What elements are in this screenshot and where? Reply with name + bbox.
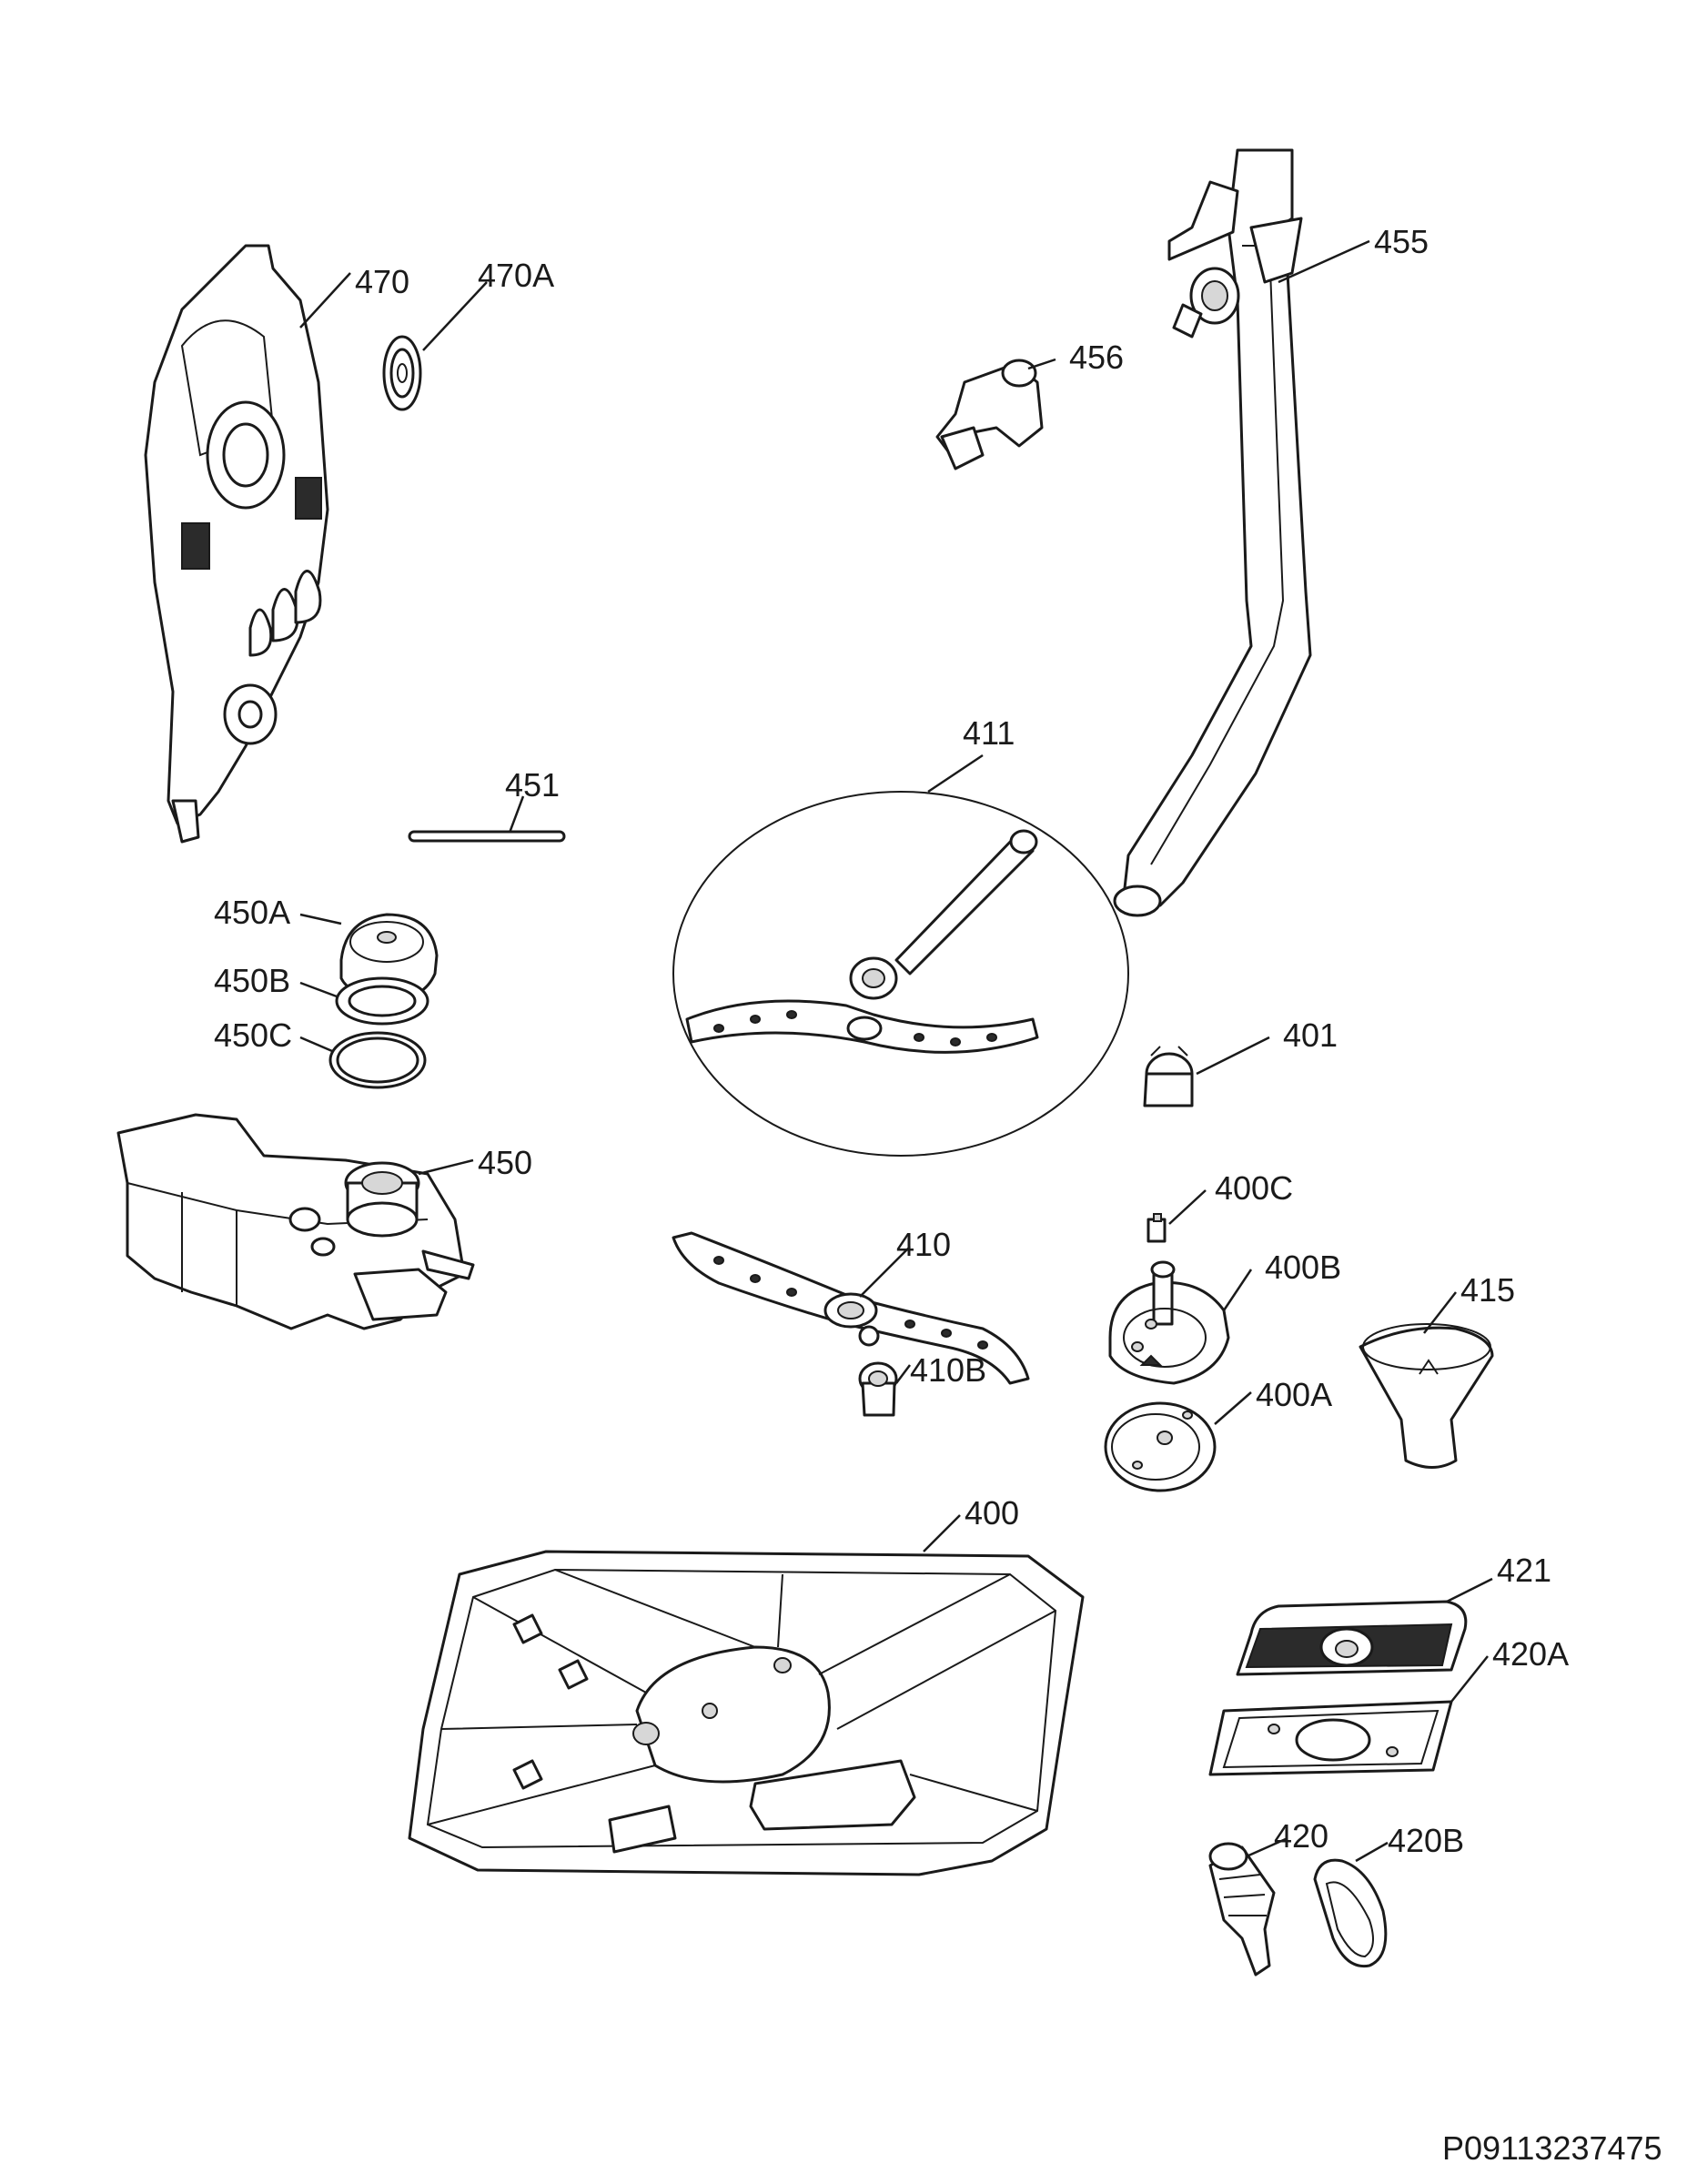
label-410: 410 [896,1226,951,1263]
label-400A: 400A [1256,1376,1332,1413]
label-456: 456 [1069,339,1124,376]
label-455: 455 [1374,223,1429,260]
part-401-sensor [1143,1046,1194,1107]
label-450B: 450B [214,962,290,999]
label-451: 451 [505,766,560,804]
label-420: 420 [1274,1817,1328,1855]
label-470: 470 [355,263,409,300]
label-415: 415 [1460,1271,1515,1309]
part-labels: 470 470A 455 456 451 411 450A 450B 450C … [214,223,1569,1859]
part-470A-grommet [382,335,422,411]
part-400-sump-base [408,1550,1085,1876]
label-410B: 410B [910,1351,986,1389]
part-450C-gasket [328,1031,427,1089]
part-400C-clip [1147,1213,1167,1243]
part-410-lower-spray-arm [672,1231,1030,1385]
part-415-funnel [1359,1323,1494,1469]
part-450A-salt-cap [339,913,439,1001]
label-450C: 450C [214,1016,292,1054]
label-450A: 450A [214,894,290,931]
label-470A: 470A [478,257,554,294]
label-401: 401 [1283,1016,1338,1054]
part-400B-cover [1108,1260,1230,1385]
part-411-upper-spray-arm [672,791,1129,1157]
part-421-filter-screen [1236,1600,1468,1676]
part-410B-nozzle [858,1361,898,1417]
part-450-water-softener [116,1113,475,1330]
label-450: 450 [478,1144,532,1181]
label-411: 411 [963,714,1015,752]
part-420B-mesh [1313,1858,1388,1968]
part-420-filter-cylinder [1208,1842,1276,1977]
label-420B: 420B [1388,1822,1464,1859]
part-450B-ring-nut [335,976,429,1026]
document-code: P09113237475 [1442,2129,1662,2167]
label-400C: 400C [1215,1169,1293,1207]
label-400: 400 [965,1494,1019,1532]
part-420A-flat-filter [1208,1700,1453,1776]
label-421: 421 [1497,1552,1551,1589]
part-400A-plate [1104,1401,1217,1492]
part-451-rod [408,830,566,843]
part-456-valve [935,359,1044,470]
label-400B: 400B [1265,1249,1341,1286]
label-420A: 420A [1492,1635,1569,1673]
part-455-supply-tube [1113,148,1312,917]
leader-lines [299,239,1493,1863]
part-470-side-panel [144,244,329,844]
